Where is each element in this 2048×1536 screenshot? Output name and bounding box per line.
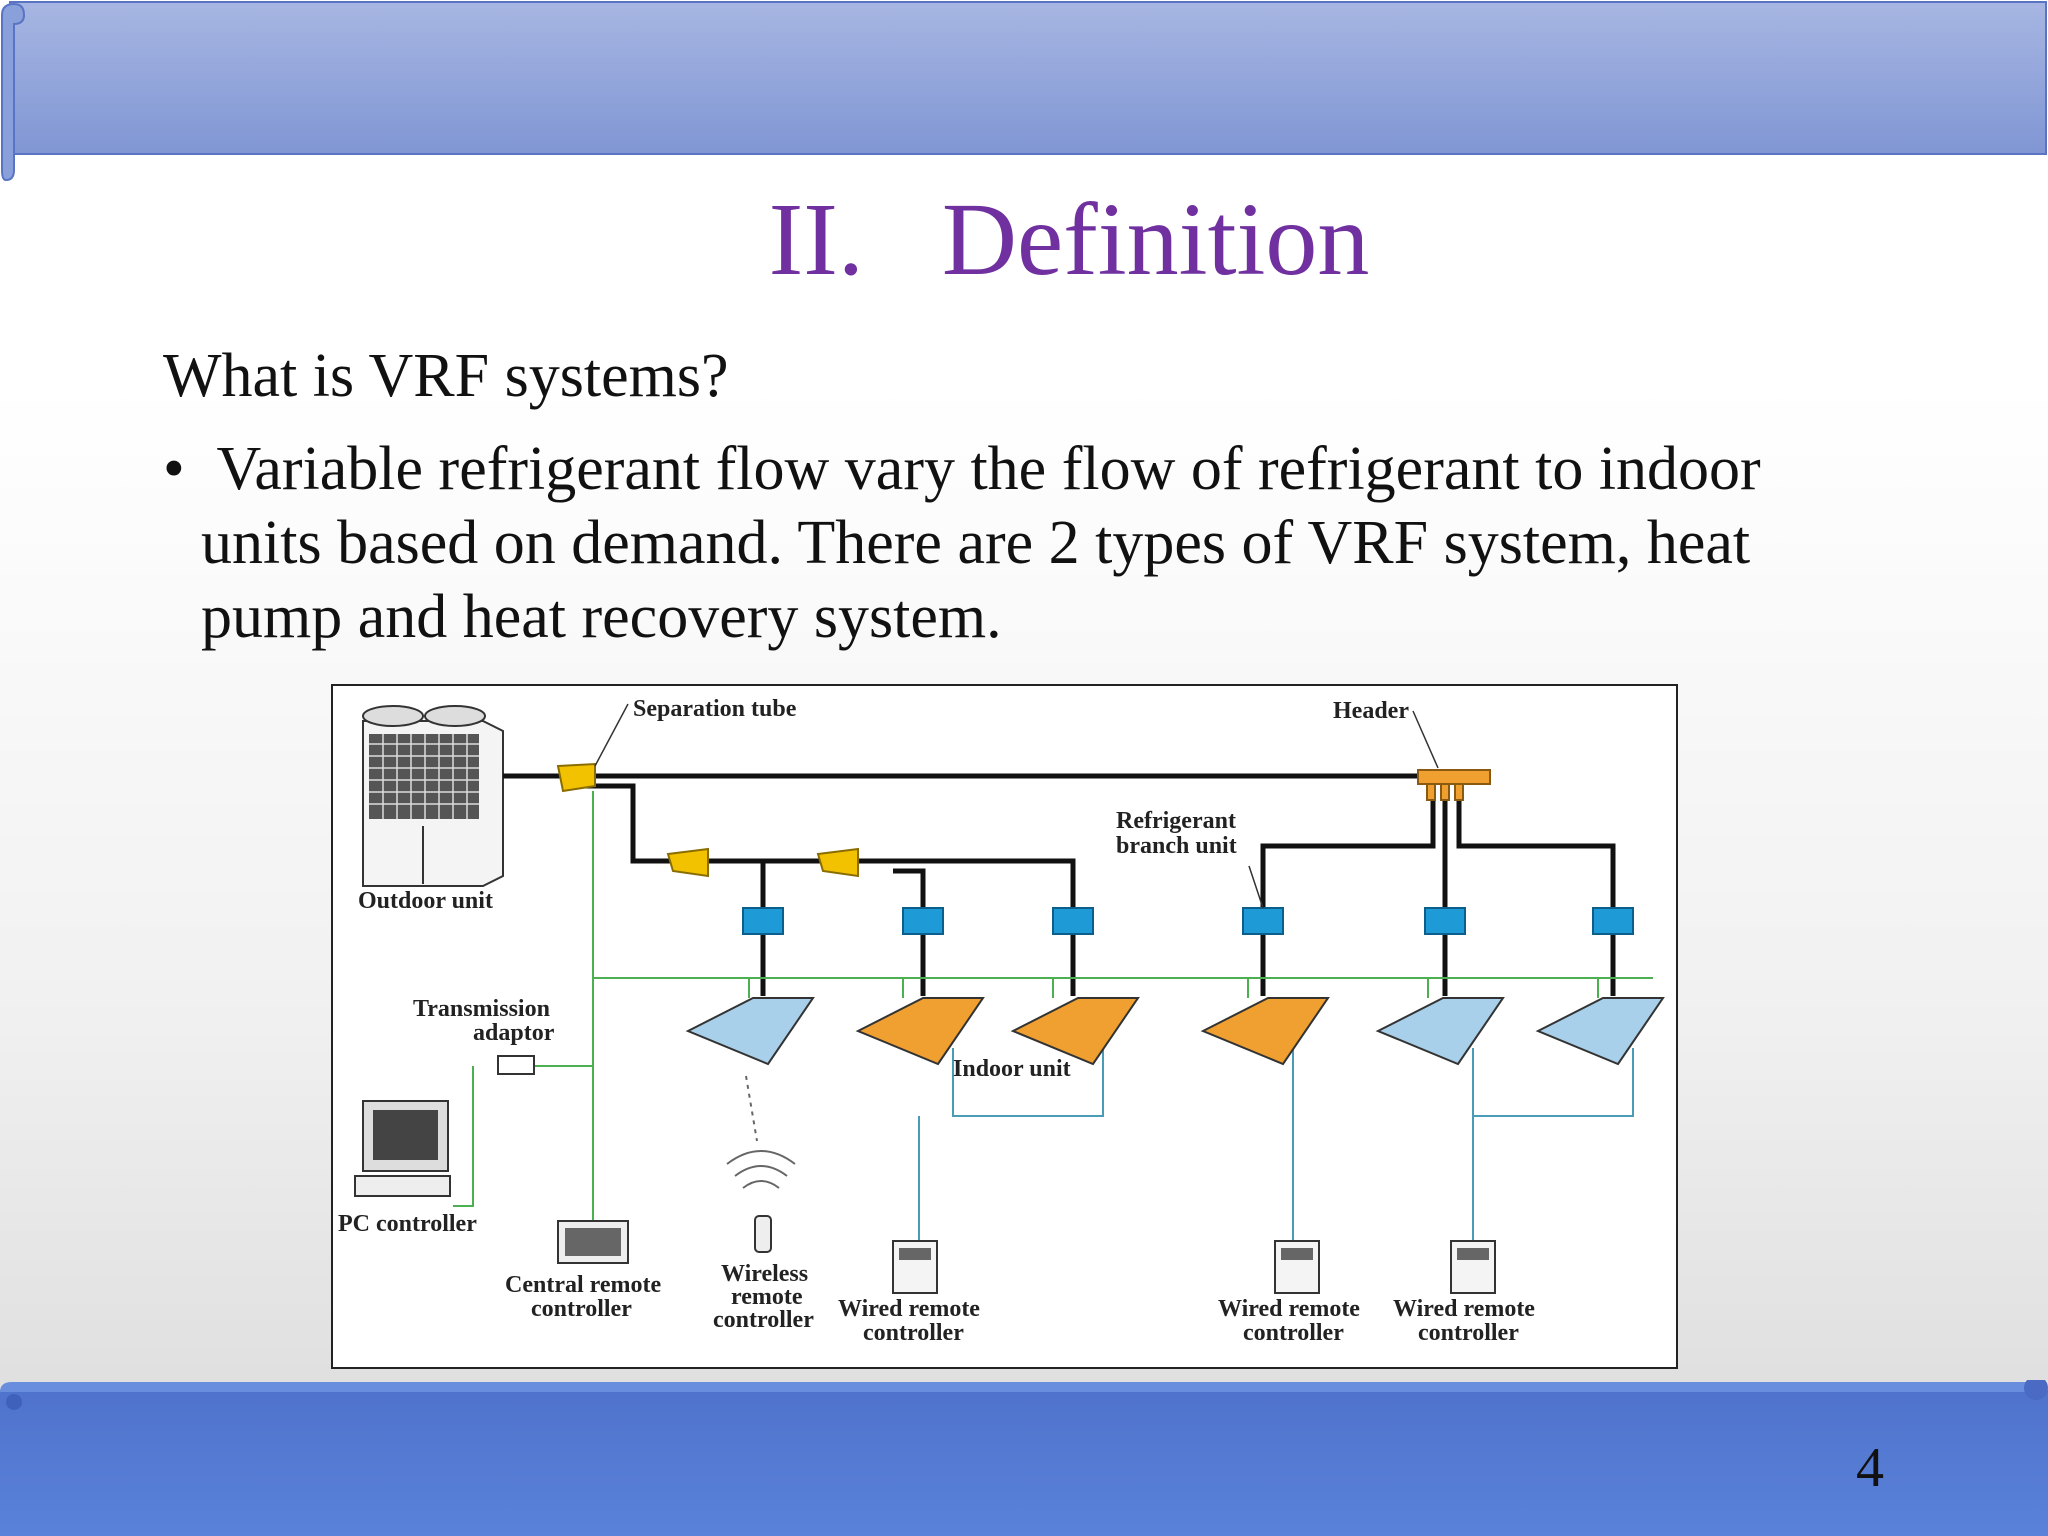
wired-remote-3-label-1: Wired remote [1393, 1296, 1535, 1322]
bullet-marker: • [163, 435, 185, 503]
refrigerant-pipes [503, 773, 1616, 996]
bottom-banner [0, 1380, 2048, 1536]
slide-title: II. Definition [768, 182, 1370, 297]
wired-remote-2-label-2: controller [1243, 1320, 1344, 1346]
separation-tube-label: Separation tube [633, 696, 797, 722]
indoor-unit-label: Indoor unit [953, 1056, 1071, 1082]
remote-wires [918, 1048, 1634, 1251]
wireless-remote-label-2: remote [731, 1284, 803, 1310]
wireless-remote-label-1: Wireless [721, 1261, 808, 1287]
wired-remote-2-label-1: Wired remote [1218, 1296, 1360, 1322]
pc-controller-icon [354, 1100, 451, 1197]
wired-remote-3-label-2: controller [1418, 1320, 1519, 1346]
indoor-unit-icons [685, 997, 1665, 1066]
central-remote-label-2: controller [531, 1296, 632, 1322]
vrf-diagram-svg: Separation tube Header Refrigerant branc… [338, 696, 1665, 1346]
bullet-item: • Variable refrigerant flow vary the flo… [163, 432, 1803, 654]
outdoor-unit-icon [362, 705, 504, 887]
header-icon [1417, 769, 1491, 801]
vrf-diagram: Separation tube Header Refrigerant branc… [331, 684, 1678, 1369]
transmission-adaptor-label-2: adaptor [473, 1020, 555, 1046]
wired-remote-1-label-2: controller [863, 1320, 964, 1346]
header-label: Header [1333, 698, 1409, 724]
pc-controller-label: PC controller [338, 1211, 477, 1237]
outdoor-unit-label: Outdoor unit [358, 888, 493, 914]
separation-tube-icons [556, 762, 859, 878]
transmission-adaptor-icon [497, 1055, 535, 1075]
wired-remote-1-label-1: Wired remote [838, 1296, 980, 1322]
central-remote-label-1: Central remote [505, 1272, 662, 1298]
wireless-remote-label-3: controller [713, 1307, 814, 1333]
refrigerant-branch-label-2: branch unit [1116, 833, 1237, 859]
bullet-text: Variable refrigerant flow vary the flow … [201, 435, 1761, 651]
leader-lines [594, 703, 1439, 909]
top-banner [0, 1, 2047, 182]
refrigerant-branch-label-1: Refrigerant [1116, 808, 1236, 834]
branch-unit-icons [742, 907, 1634, 935]
wired-remote-icons [892, 1240, 1496, 1294]
transmission-adaptor-label-1: Transmission [413, 996, 550, 1022]
central-remote-icon [557, 1220, 629, 1264]
wireless-remote-icon [726, 1075, 796, 1253]
page-number: 4 [1856, 1437, 1884, 1499]
wired-remote-screens [899, 1248, 1489, 1260]
question-heading: What is VRF systems? [163, 342, 729, 410]
